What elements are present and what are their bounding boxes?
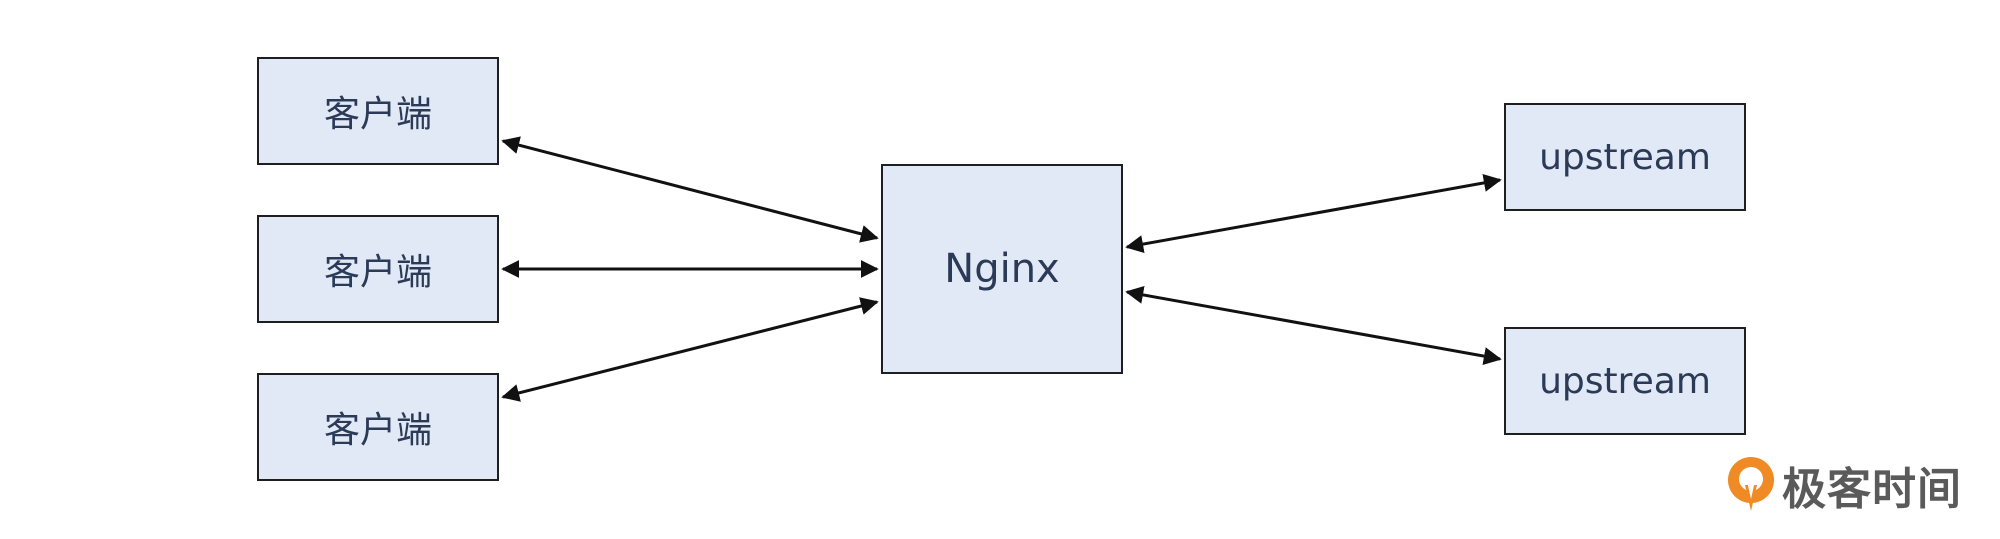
arrow-client3-nginx [501, 297, 879, 402]
arrow-client1-nginx [501, 136, 879, 243]
geektime-logo-icon [1728, 457, 1774, 511]
watermark-logo: 极客时间 [1726, 455, 1962, 515]
watermark-text: 极客时间 [1782, 464, 1962, 515]
client-label: 客户端 [323, 94, 432, 135]
client-label: 客户端 [323, 410, 432, 451]
nginx-box: Nginx [881, 164, 1123, 374]
client-label: 客户端 [323, 252, 432, 293]
arrow-nginx-upstream1 [1125, 174, 1502, 253]
upstream-box-2: upstream [1504, 327, 1746, 435]
upstream-label: upstream [1539, 360, 1711, 402]
upstream-box-1: upstream [1504, 103, 1746, 211]
nginx-label: Nginx [944, 246, 1060, 292]
client-box-3: 客户端 [257, 373, 499, 481]
upstream-label: upstream [1539, 136, 1711, 178]
arrow-nginx-upstream2 [1125, 286, 1502, 365]
client-box-2: 客户端 [257, 215, 499, 323]
client-box-1: 客户端 [257, 57, 499, 165]
